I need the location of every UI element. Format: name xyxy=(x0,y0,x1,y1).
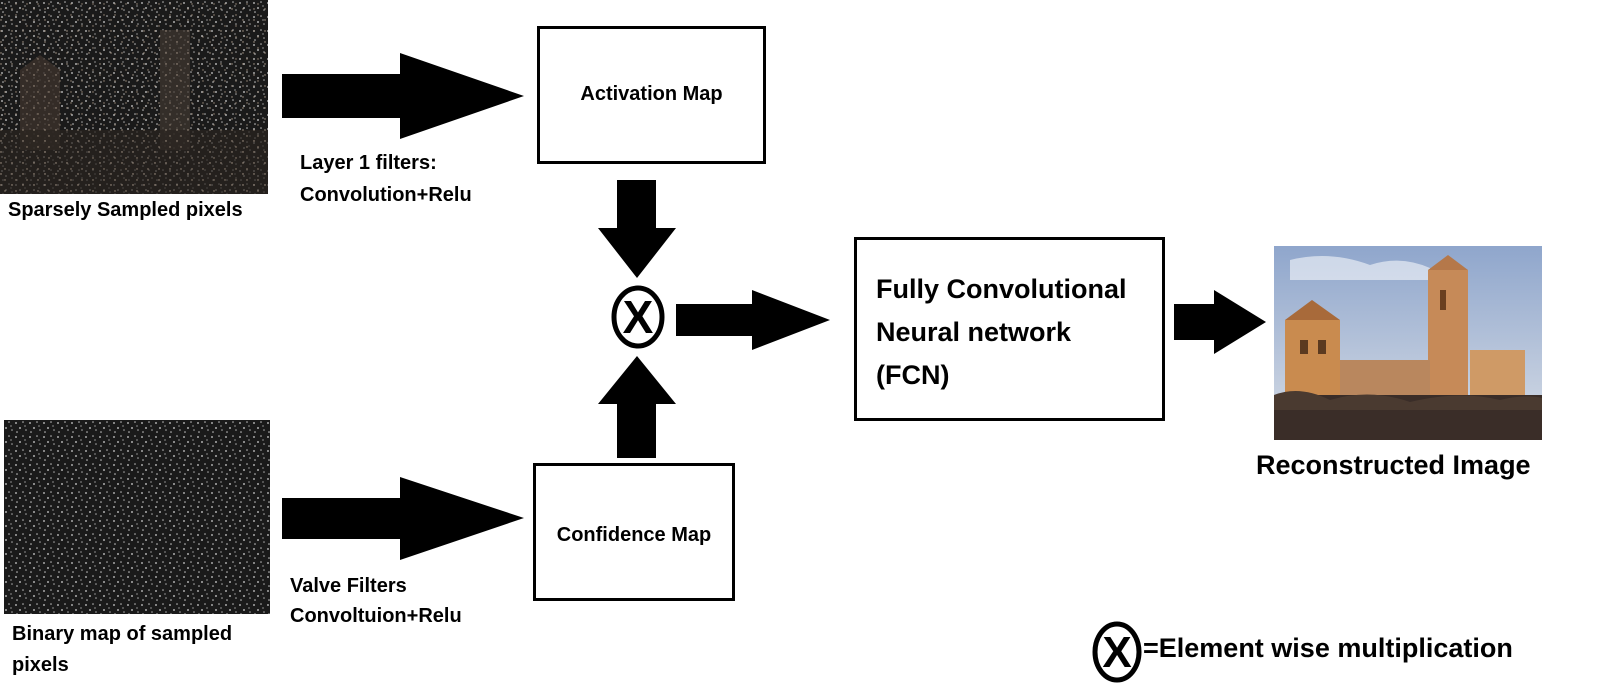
fcn-label-line2: Neural network xyxy=(876,317,1072,347)
arrow-confidence-to-multiply xyxy=(598,356,676,458)
confidence-map-box: Confidence Map xyxy=(533,463,735,601)
legend-multiply-symbol: X xyxy=(1092,621,1142,683)
layer1-filters-label-line2: Convolution+Relu xyxy=(300,184,472,206)
layer1-filters-label-line1: Layer 1 filters: xyxy=(300,152,437,174)
element-wise-multiply-operator: X xyxy=(611,285,665,349)
reconstructed-image-caption: Reconstructed Image xyxy=(1256,450,1531,480)
sparse-input-image xyxy=(0,0,268,194)
activation-map-label: Activation Map xyxy=(580,83,723,105)
arrow-sparse-to-activation xyxy=(282,53,524,139)
arrow-binary-to-confidence xyxy=(282,477,524,560)
reconstructed-image xyxy=(1274,246,1542,440)
fcn-box: Fully Convolutional Neural network (FCN) xyxy=(854,237,1165,421)
valve-filters-label-line2: Convoltuion+Relu xyxy=(290,605,462,627)
activation-map-box: Activation Map xyxy=(537,26,766,164)
binary-map-caption-line2: pixels xyxy=(12,654,69,676)
sparse-input-caption: Sparsely Sampled pixels xyxy=(8,199,243,221)
fcn-label-line3: (FCN) xyxy=(876,360,950,390)
legend-symbol: X xyxy=(1102,628,1131,677)
binary-map-caption-line1: Binary map of sampled xyxy=(12,623,233,645)
legend-text: =Element wise multiplication xyxy=(1143,633,1513,663)
valve-filters-label-line1: Valve Filters xyxy=(290,575,407,597)
arrow-multiply-to-fcn xyxy=(676,290,830,350)
arrow-fcn-to-output xyxy=(1174,290,1266,354)
fcn-label-line1: Fully Convolutional xyxy=(876,274,1127,304)
confidence-map-label: Confidence Map xyxy=(556,524,712,546)
operator-symbol: X xyxy=(623,291,654,343)
arrow-activation-to-multiply xyxy=(598,180,676,278)
binary-map-image xyxy=(4,420,270,614)
